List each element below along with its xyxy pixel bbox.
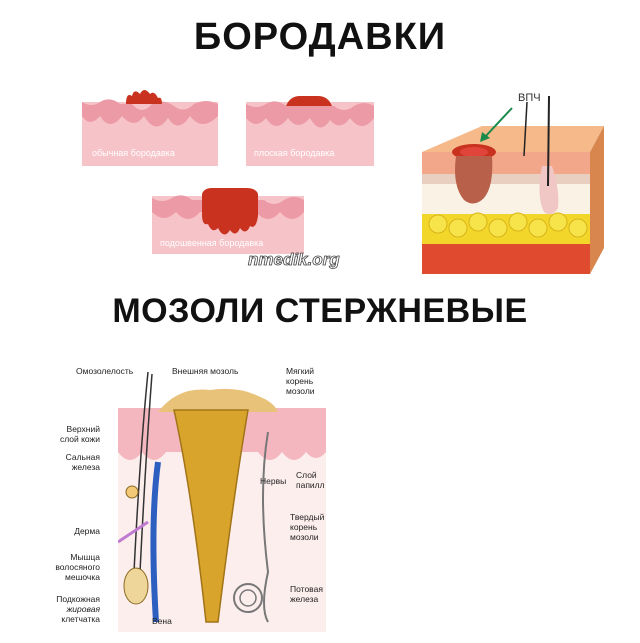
label-outer-corn: Внешняя мозоль xyxy=(172,366,239,376)
label-hair-muscle: Мышца волосяного мешочка xyxy=(55,552,100,582)
label-hard-root: Твердый корень мозоли xyxy=(290,512,325,542)
corn-cross-section-illustration xyxy=(118,372,326,632)
warts-title: БОРОДАВКИ xyxy=(193,16,447,58)
label-vein: Вена xyxy=(152,616,172,626)
label-dermis: Дерма xyxy=(74,526,100,536)
label-sebaceous-gland: Сальная железа xyxy=(65,452,100,472)
flat-wart-illustration xyxy=(246,96,374,166)
label-nerves: Нервы xyxy=(260,476,287,486)
label-papillary-layer: Слой папилл xyxy=(296,470,325,490)
plantar-wart-illustration xyxy=(152,188,304,254)
common-wart-caption: обычная бородавка xyxy=(92,148,175,158)
hpv-skin-block-illustration xyxy=(422,96,604,274)
label-callus: Омозолелость xyxy=(76,366,134,376)
label-upper-skin: Верхний слой кожи xyxy=(59,424,100,444)
label-soft-root: Мягкий корень мозоли xyxy=(286,366,315,396)
flat-wart-caption: плоская бородавка xyxy=(254,148,335,158)
label-sweat-gland: Потовая железа xyxy=(290,584,323,604)
corns-title: МОЗОЛИ СТЕРЖНЕВЫЕ xyxy=(112,292,528,330)
plantar-wart-caption: подошвенная бородавка xyxy=(160,238,264,248)
watermark: nmedik.org xyxy=(248,250,340,270)
common-wart-illustration xyxy=(82,90,218,166)
label-subcutaneous-fat: Подкожная жировая клетчатка xyxy=(56,594,100,624)
hpv-label: ВПЧ xyxy=(518,92,541,104)
